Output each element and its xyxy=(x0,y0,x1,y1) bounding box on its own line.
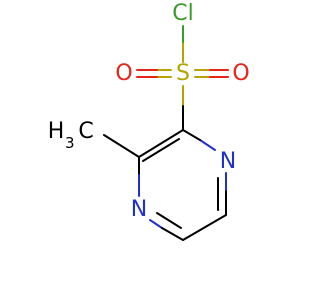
methyl-c: C xyxy=(78,119,93,144)
methyl-group: H 3 C xyxy=(48,119,94,152)
bond-n1-c2-a xyxy=(199,139,216,151)
molecule-structure: Cl S O O N N H 3 C xyxy=(48,1,250,241)
atom-nitrogen-bottom: N xyxy=(131,197,147,222)
bond-n4-c5-a xyxy=(149,219,163,229)
bond-c2-c3 xyxy=(138,129,184,158)
methyl-h: H xyxy=(48,119,65,144)
bond-c5-c6 xyxy=(182,214,227,241)
atom-oxygen-right: O xyxy=(232,61,249,86)
bond-n1-c2-b xyxy=(182,129,201,141)
atom-sulfur: S xyxy=(176,61,190,86)
atom-oxygen-left: O xyxy=(115,61,132,86)
methyl-subscript: 3 xyxy=(65,134,75,152)
bond-n4-c5-inner xyxy=(156,212,182,229)
atom-nitrogen-right: N xyxy=(220,149,236,174)
bonds xyxy=(103,25,229,241)
bond-c2-c3-inner xyxy=(142,138,180,162)
bond-n4-c5-b xyxy=(161,227,184,241)
atom-chlorine: Cl xyxy=(172,1,193,26)
bond-c3-methyl xyxy=(103,134,140,158)
